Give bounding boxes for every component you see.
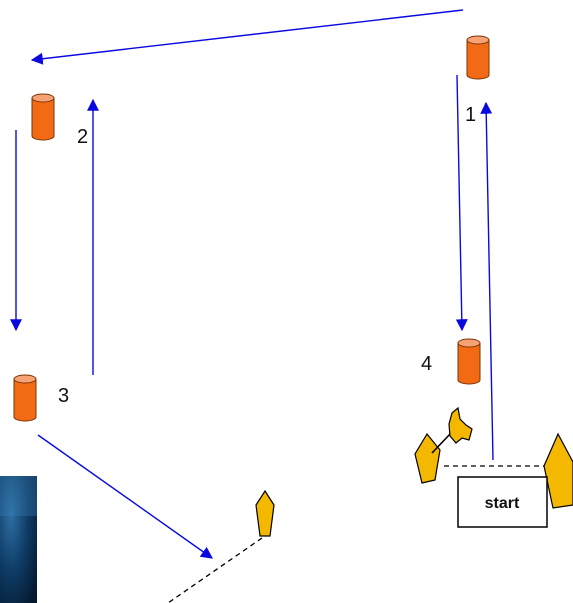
buoy-2-label: 2 — [77, 126, 88, 148]
finish-line-dashed — [167, 537, 263, 603]
start-right-marker-icon — [543, 432, 573, 509]
buoy-3-icon — [13, 374, 37, 422]
arrow-3-to-finish — [37, 434, 213, 559]
anchor-rope — [431, 432, 452, 454]
arrow-1-to-2 — [30, 9, 464, 65]
anchor-icon — [448, 406, 473, 444]
start-box — [457, 476, 548, 528]
buoy-1-icon — [466, 35, 490, 80]
start-label: start — [485, 495, 520, 512]
start-left-marker-icon — [414, 432, 441, 484]
buoy-2-icon — [31, 93, 55, 141]
arrow-1-down-to-4 — [455, 74, 468, 332]
buoy-1-label: 1 — [465, 104, 476, 126]
corner-photo — [0, 476, 37, 603]
finish-marker-icon — [255, 489, 275, 537]
buoy-4-icon — [457, 338, 481, 385]
buoy-3-label: 3 — [58, 385, 69, 407]
corner-photo-highlight — [0, 476, 37, 516]
buoy-4-label: 4 — [421, 353, 432, 375]
arrow-start-up-to-1 — [480, 101, 494, 461]
